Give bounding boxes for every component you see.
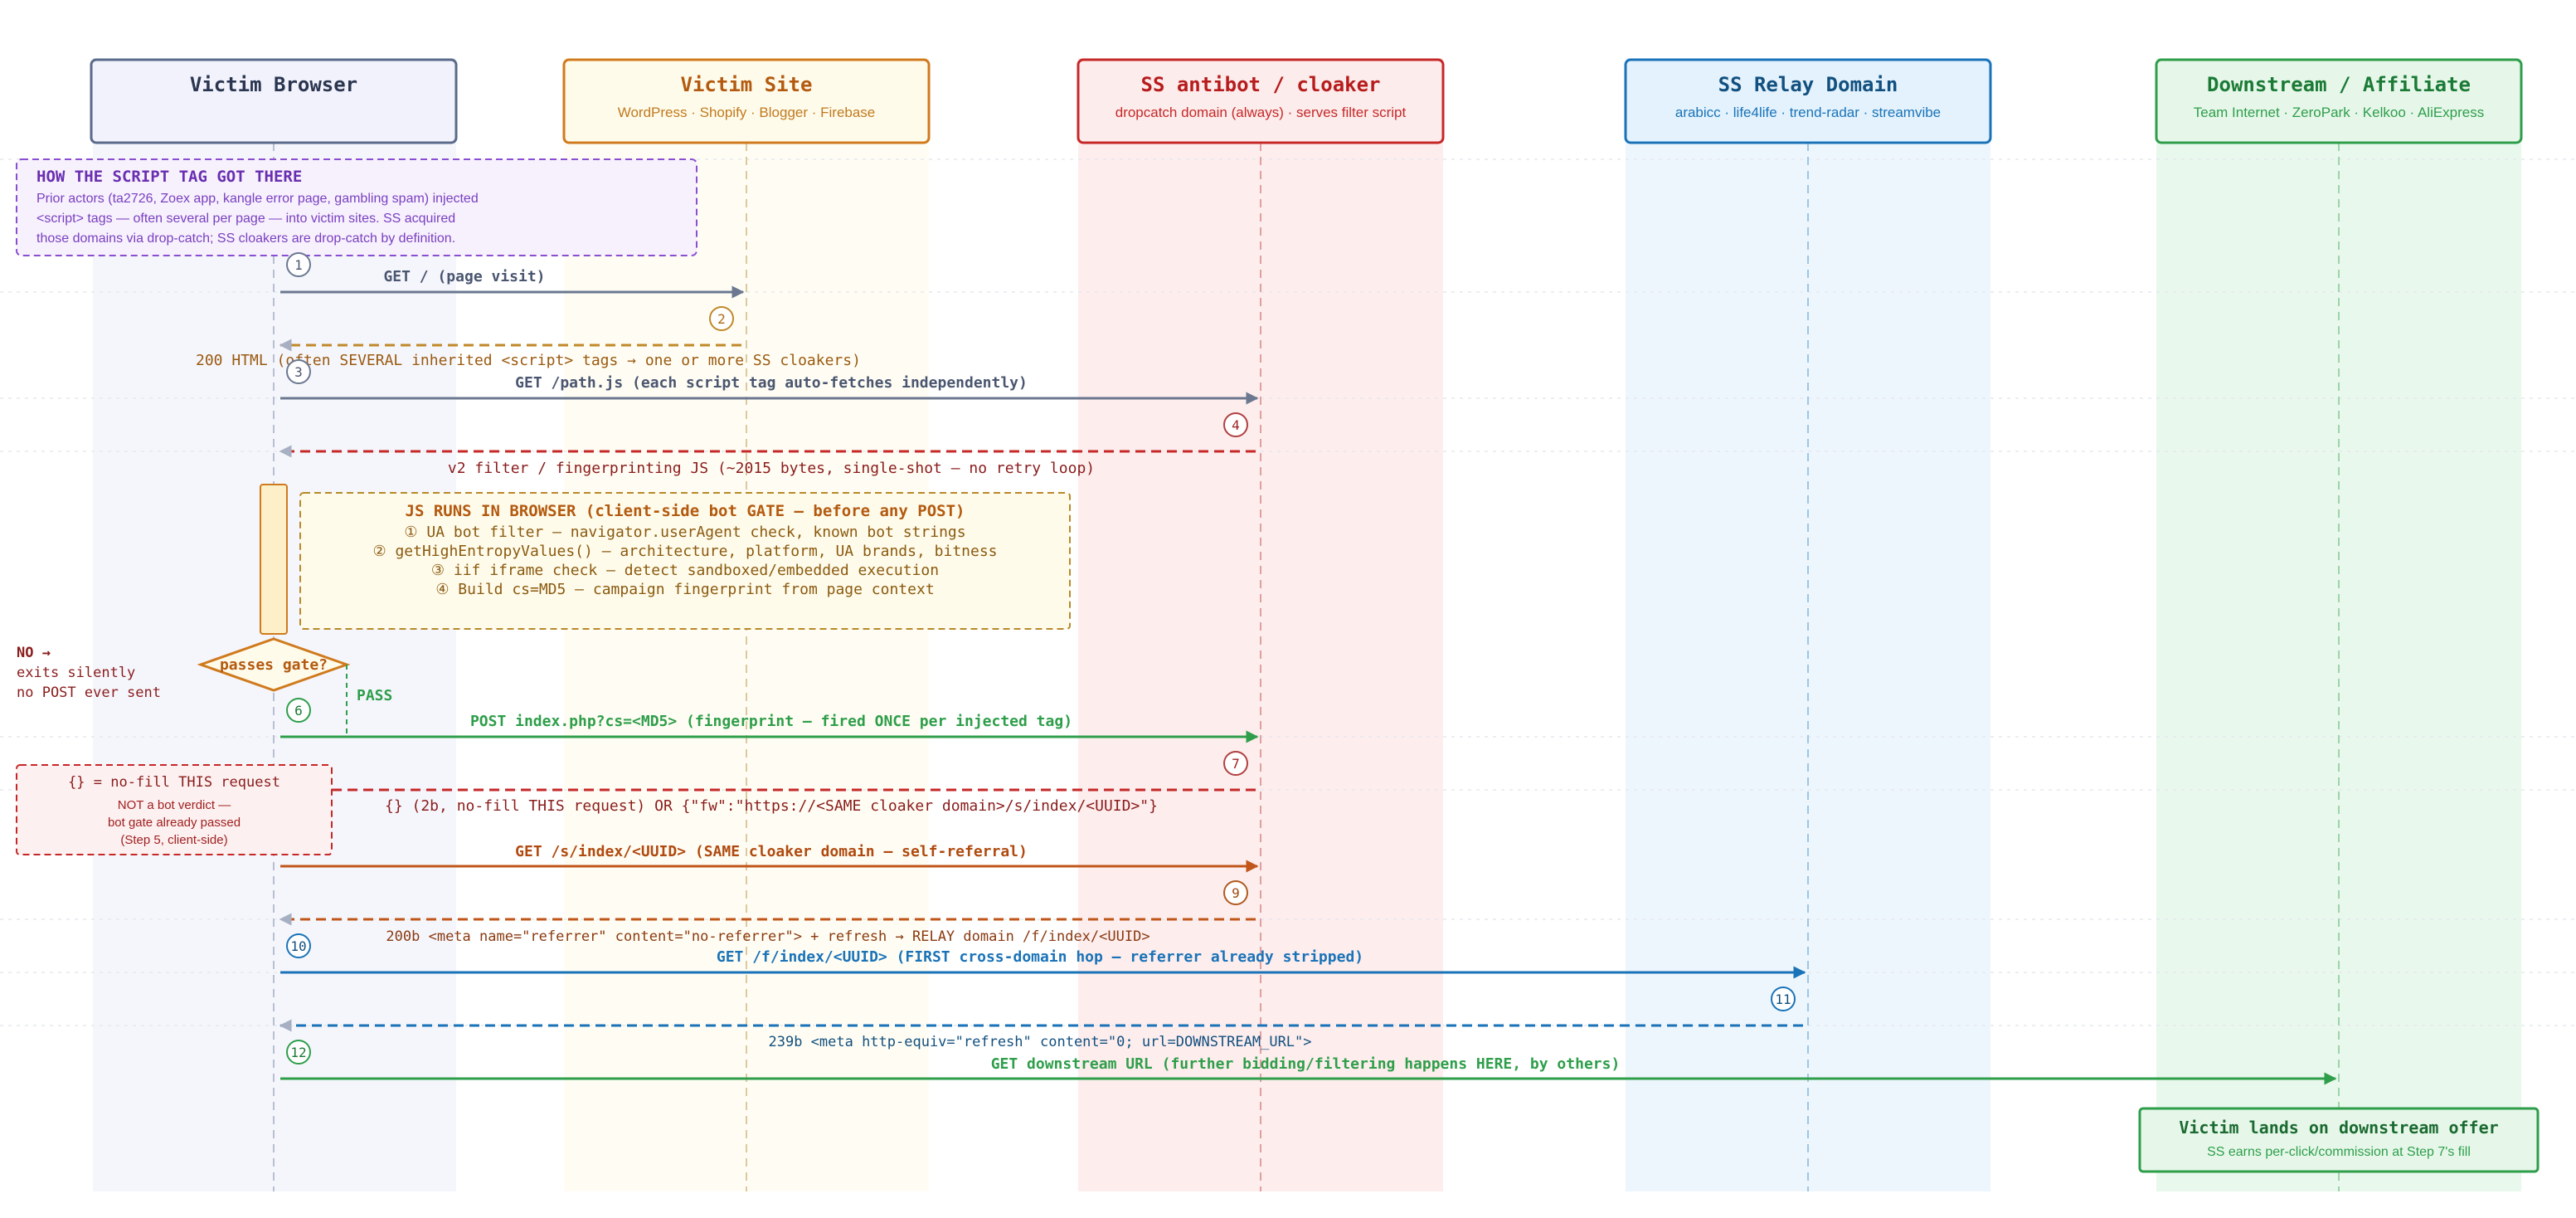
step-3: 3 GET /path.js (each script tag auto-fet… (280, 359, 1259, 405)
participant-title: SS Relay Domain (1718, 73, 1898, 96)
participant-title: SS antibot / cloaker (1141, 73, 1381, 96)
participant-title: Victim Site (681, 73, 813, 96)
step-6: 6 POST index.php?cs=<MD5> (fingerprint —… (280, 698, 1259, 743)
step-8: GET /s/index/<UUID> (SAME cloaker domain… (280, 843, 1259, 873)
origin-note-line: <script> tags — often several per page —… (36, 212, 455, 226)
js-gate-line: ④ Build cs=MD5 — campaign fingerprint fr… (435, 581, 934, 598)
js-gate-title: JS RUNS IN BROWSER (client-side bot GATE… (406, 502, 965, 520)
message-label: {} (2b, no-fill THIS request) OR {"fw":"… (385, 797, 1158, 815)
step-number: 7 (1232, 756, 1240, 772)
participant-subtitle: dropcatch domain (always) · serves filte… (1115, 105, 1407, 120)
participant-site: Victim Site WordPress · Shopify · Blogge… (562, 58, 931, 144)
step-number: 9 (1232, 885, 1240, 901)
final-outcome-subtitle: SS earns per-click/commission at Step 7'… (2207, 1145, 2471, 1159)
message-label: GET /s/index/<UUID> (SAME cloaker domain… (515, 843, 1028, 860)
nofill-note-line: bot gate already passed (108, 816, 241, 830)
step-11: 11 239b <meta http-equiv="refresh" conte… (279, 987, 1803, 1050)
gate-decision: passes gate? (197, 637, 351, 692)
message-label: 239b <meta http-equiv="refresh" content=… (768, 1034, 1311, 1050)
gate-no-line: no POST ever sent (17, 685, 161, 701)
final-outcome-box: Victim lands on downstream offer SS earn… (2138, 1107, 2540, 1173)
step-number: 2 (717, 311, 726, 327)
step-number: 3 (294, 364, 303, 380)
participant-subtitle: arabicc · life4life · trend-radar · stre… (1675, 105, 1941, 120)
js-gate-line: ② getHighEntropyValues() — architecture,… (372, 543, 997, 560)
nofill-note-title: {} = no-fill THIS request (68, 774, 280, 791)
step-4: 4 v2 filter / fingerprinting JS (~2015 b… (279, 412, 1256, 477)
participant-relay: SS Relay Domain arabicc · life4life · tr… (1624, 58, 1992, 144)
origin-note-line: those domains via drop-catch; SS cloaker… (36, 231, 455, 246)
gate-no-title: NO → (17, 645, 51, 661)
nofill-note-line: (Step 5, client-side) (120, 833, 227, 847)
message-label: GET / (page visit) (383, 268, 545, 285)
step-10: 10 GET /f/index/<UUID> (FIRST cross-doma… (280, 933, 1806, 979)
message-label: v2 filter / fingerprinting JS (~2015 byt… (448, 460, 1095, 477)
message-label: POST index.php?cs=<MD5> (fingerprint — f… (470, 713, 1072, 730)
participant-cloaker: SS antibot / cloaker dropcatch domain (a… (1077, 58, 1445, 144)
step-12: 12 GET downstream URL (further bidding/f… (280, 1040, 2337, 1085)
final-outcome-title: Victim lands on downstream offer (2179, 1118, 2498, 1138)
origin-note: HOW THE SCRIPT TAG GOT THERE Prior actor… (16, 158, 697, 256)
step-number: 11 (1775, 991, 1791, 1007)
participant-subtitle: Team Internet · ZeroPark · Kelkoo · AliE… (2194, 105, 2485, 120)
step-2: 2 200 HTML (often SEVERAL inherited <scr… (196, 306, 861, 369)
step-number: 12 (290, 1045, 306, 1060)
participant-subtitle: WordPress · Shopify · Blogger · Firebase (618, 105, 876, 120)
step-9: 9 200b <meta name="referrer" content="no… (279, 880, 1256, 945)
step-7: 7 {} (2b, no-fill THIS request) OR {"fw"… (332, 751, 1256, 815)
step-number: 10 (290, 938, 306, 954)
activation-bar (260, 484, 288, 635)
gate-no-line: exits silently (17, 665, 135, 681)
participant-downstream: Downstream / Affiliate Team Internet · Z… (2155, 58, 2523, 144)
origin-note-title: HOW THE SCRIPT TAG GOT THERE (36, 168, 302, 186)
message-label: GET downstream URL (further bidding/filt… (991, 1055, 1621, 1073)
participant-title: Downstream / Affiliate (2207, 73, 2471, 96)
gate-label: passes gate? (220, 656, 328, 674)
nofill-note: {} = no-fill THIS request NOT a bot verd… (16, 764, 333, 855)
message-label: 200 HTML (often SEVERAL inherited <scrip… (196, 352, 861, 369)
origin-note-line: Prior actors (ta2726, Zoex app, kangle e… (36, 192, 479, 206)
participant-browser: Victim Browser (90, 58, 458, 144)
step-number: 4 (1232, 417, 1240, 433)
participant-title: Victim Browser (190, 73, 357, 96)
gate-pass-label: PASS (357, 687, 392, 704)
js-gate-box: JS RUNS IN BROWSER (client-side bot GATE… (299, 492, 1071, 630)
step-number: 1 (294, 257, 303, 273)
step-1: 1 GET / (page visit) (280, 252, 745, 299)
message-label: 200b <meta name="referrer" content="no-r… (386, 928, 1149, 945)
step-number: 6 (294, 703, 303, 719)
js-gate-line: ③ iif iframe check — detect sandboxed/em… (431, 562, 939, 579)
message-label: GET /path.js (each script tag auto-fetch… (515, 374, 1028, 392)
js-gate-line: ① UA bot filter — navigator.userAgent ch… (404, 524, 965, 541)
nofill-note-line: NOT a bot verdict — (118, 798, 231, 812)
message-label: GET /f/index/<UUID> (FIRST cross-domain … (717, 948, 1363, 966)
